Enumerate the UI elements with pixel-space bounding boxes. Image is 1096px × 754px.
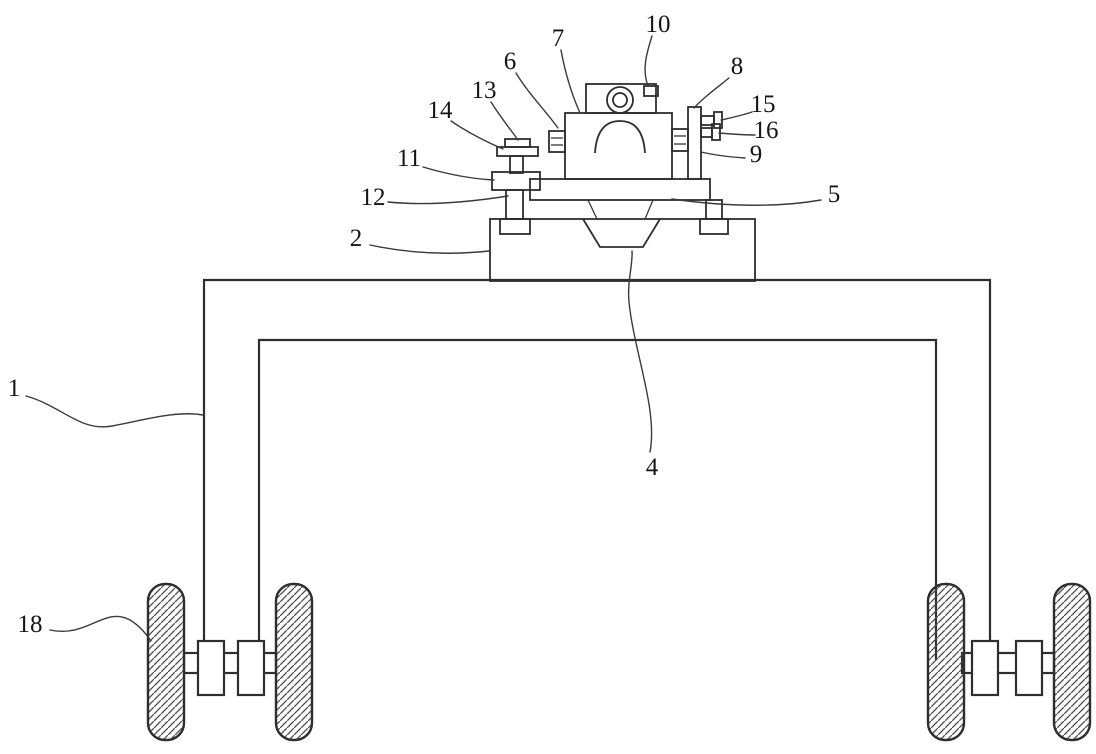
mount-block-body xyxy=(489,218,756,282)
part-label-11: 11 xyxy=(397,145,421,172)
lens-outer-ring xyxy=(606,86,634,114)
leader-9 xyxy=(700,151,746,159)
leader-12 xyxy=(387,195,509,205)
part-label-10: 10 xyxy=(646,11,671,38)
leader-lines xyxy=(25,35,822,642)
part-label-13: 13 xyxy=(472,77,497,104)
part-label-5: 5 xyxy=(828,181,841,208)
left-bearing-block-b xyxy=(236,639,266,697)
leader-18 xyxy=(49,615,152,642)
leader-1 xyxy=(25,395,204,428)
part-label-18: 18 xyxy=(18,611,43,638)
left-wheel-outer xyxy=(146,582,186,742)
right-support-stem xyxy=(705,199,723,220)
part-label-12: 12 xyxy=(361,184,386,211)
camera-housing xyxy=(548,83,689,180)
right-wheel-outer xyxy=(1052,582,1092,742)
bracket-stem xyxy=(505,189,524,220)
part-label-2: 2 xyxy=(350,225,363,252)
left-bearing-block-a xyxy=(196,639,226,697)
leader-2 xyxy=(369,244,490,254)
bolt-lower-head xyxy=(711,123,721,141)
part-label-9: 9 xyxy=(750,141,763,168)
screw-stem xyxy=(509,155,524,174)
gantry-frame xyxy=(202,278,992,660)
right-bearing-block-a xyxy=(970,639,1000,697)
bolt-lower-shaft xyxy=(700,127,713,138)
left-wheel-inner xyxy=(274,582,314,742)
leader-13 xyxy=(490,101,519,141)
leader-6 xyxy=(515,72,559,129)
part-labels: 10 7 6 8 13 15 14 16 11 9 12 5 2 1 4 18 xyxy=(8,11,841,638)
part-label-7: 7 xyxy=(552,25,565,52)
part-label-14: 14 xyxy=(428,97,454,124)
left-flange-slots xyxy=(551,137,563,146)
pedestal-left-edge xyxy=(587,199,598,220)
housing-body xyxy=(564,112,673,180)
leader-14 xyxy=(450,120,504,150)
leader-16 xyxy=(718,132,756,136)
right-wheel-inner xyxy=(926,582,966,742)
leader-10 xyxy=(644,35,653,87)
lens-inner-ring xyxy=(612,92,628,108)
left-foot-plate xyxy=(499,218,531,235)
leader-8 xyxy=(693,77,730,109)
left-flange xyxy=(548,130,566,153)
part-label-4: 4 xyxy=(646,454,659,481)
leader-11 xyxy=(422,166,495,181)
part-label-15: 15 xyxy=(751,91,776,118)
right-bearing-block-b xyxy=(1014,639,1044,697)
frame-inner-outline xyxy=(257,338,938,660)
leader-15 xyxy=(720,111,753,121)
cap-step xyxy=(643,85,659,97)
leader-5 xyxy=(671,198,822,206)
base-plate xyxy=(529,178,711,201)
leader-4 xyxy=(627,250,653,453)
part-label-16: 16 xyxy=(754,117,779,144)
right-wheel-assembly xyxy=(926,582,1092,742)
right-clamp-assembly xyxy=(687,106,723,180)
frame-outer-outline xyxy=(202,278,992,660)
part-label-1: 1 xyxy=(8,375,21,402)
part-label-6: 6 xyxy=(504,48,517,75)
clamp-plate xyxy=(687,106,702,180)
mounting-block xyxy=(489,218,756,282)
part-label-8: 8 xyxy=(731,53,744,80)
base-plate-assembly xyxy=(529,178,723,220)
housing-cap xyxy=(585,83,657,114)
right-flange-slots xyxy=(674,135,686,145)
right-flange xyxy=(671,128,689,152)
left-wheel-assembly xyxy=(146,582,314,742)
pedestal-right-edge xyxy=(644,199,654,220)
mount-block-notch xyxy=(582,218,661,248)
bracket-arm xyxy=(491,171,541,191)
housing-arch xyxy=(594,120,646,154)
leader-7 xyxy=(560,49,581,114)
right-foot-plate xyxy=(699,218,729,235)
